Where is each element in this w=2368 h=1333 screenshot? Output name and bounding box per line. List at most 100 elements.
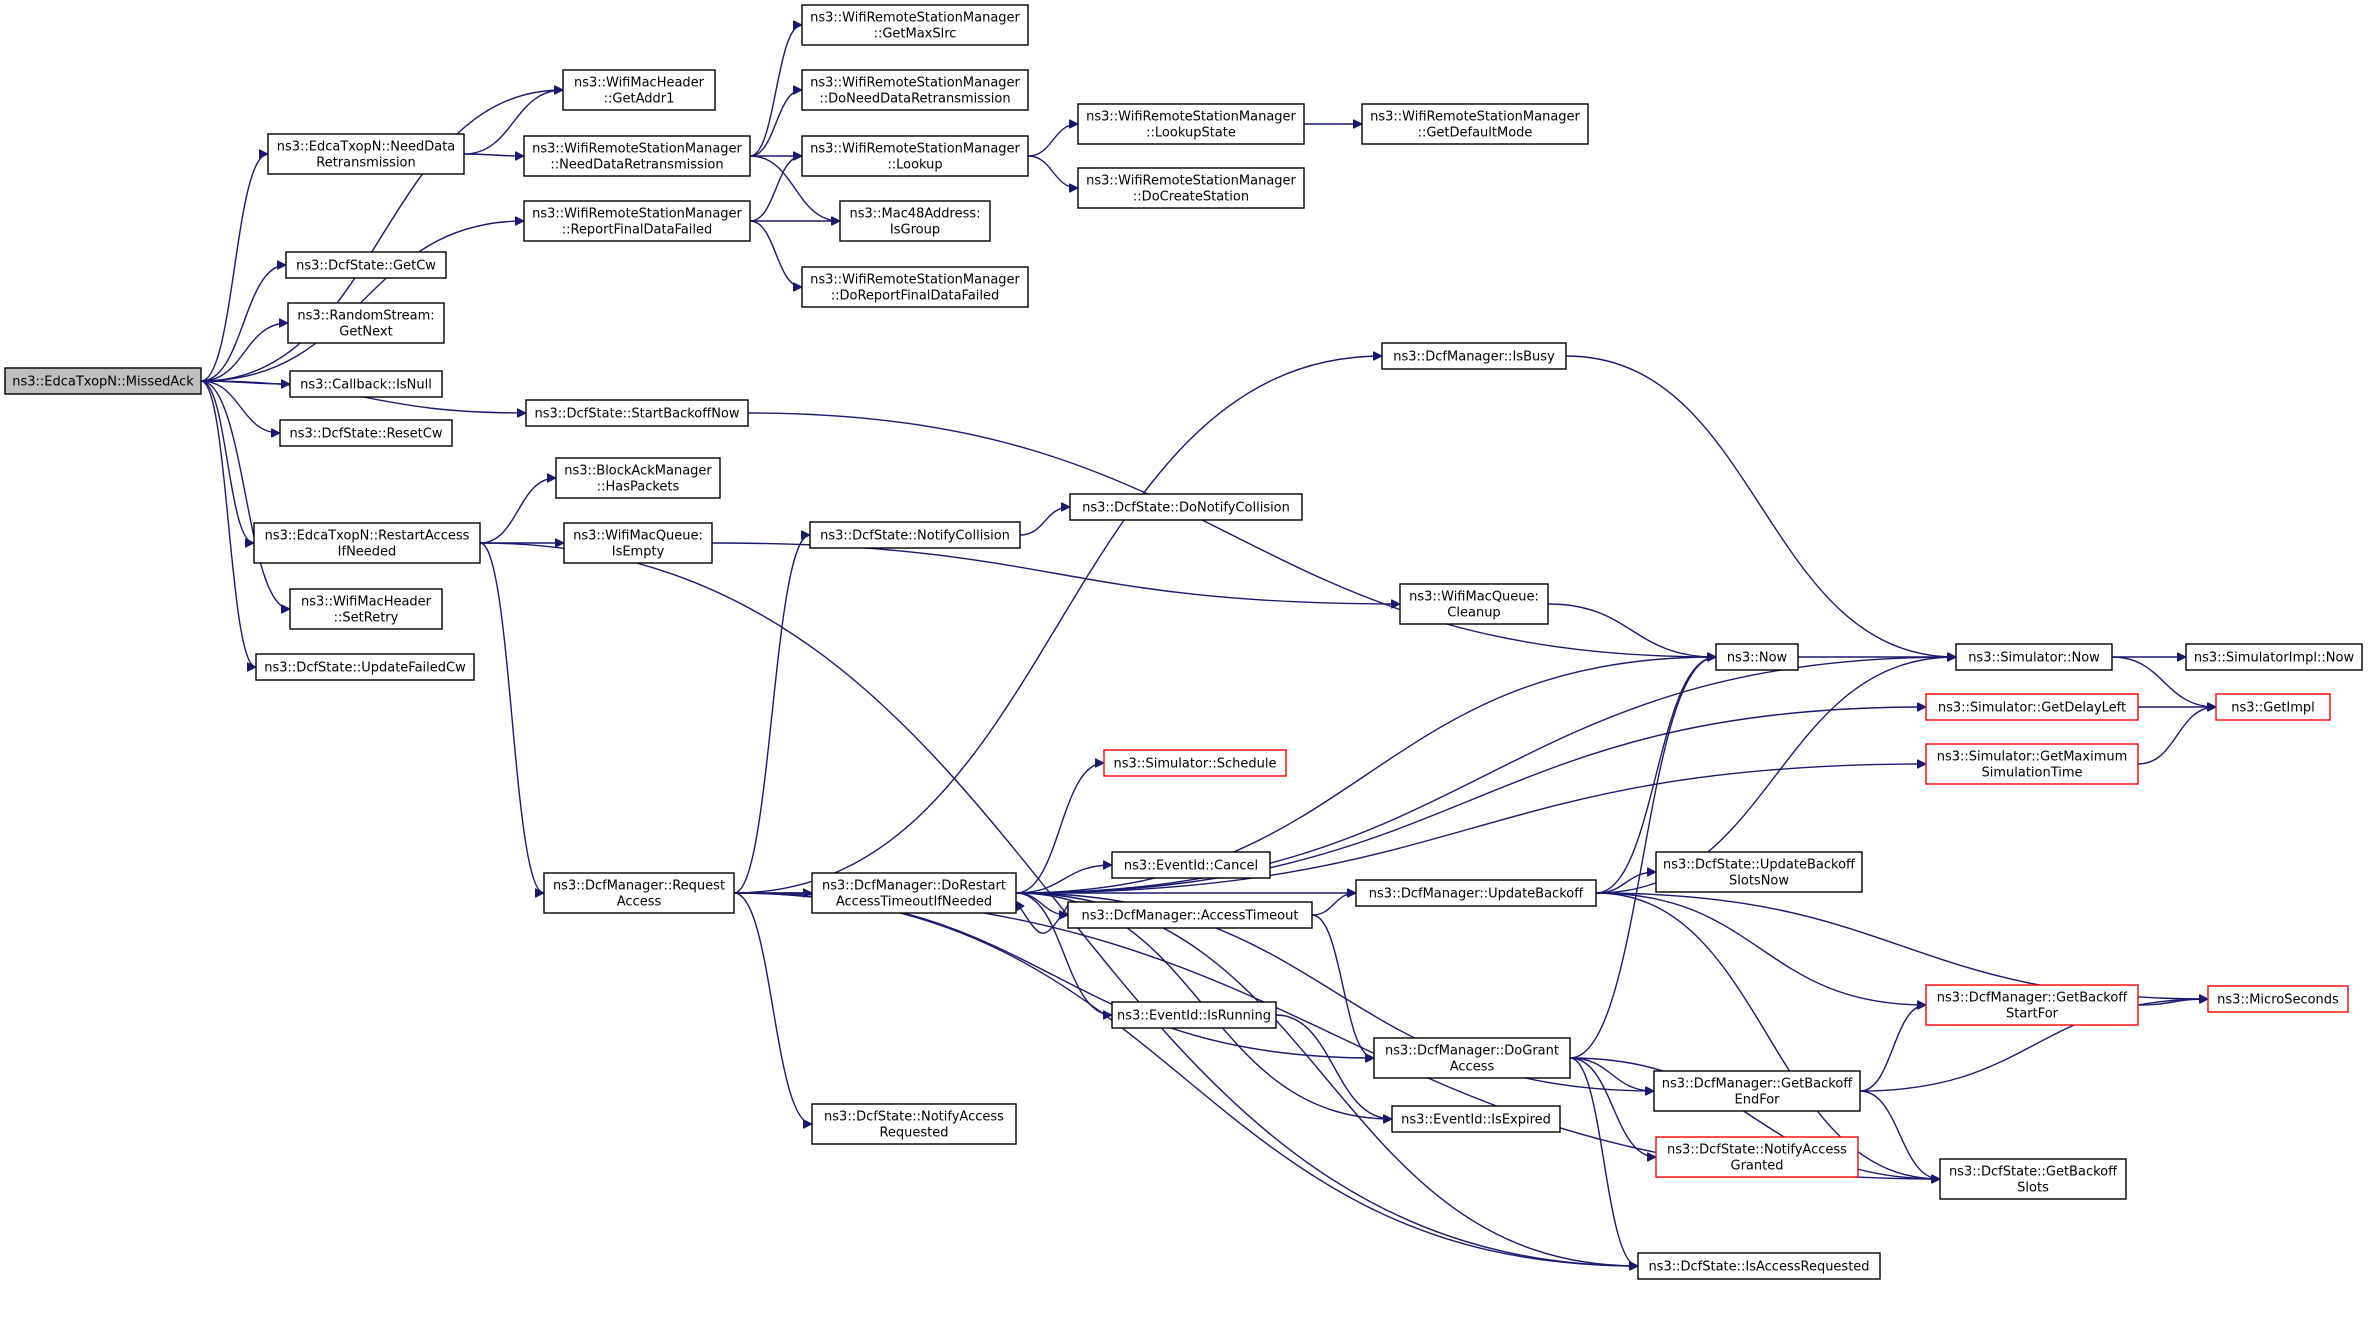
node-now[interactable]: ns3::Now (1715, 643, 1799, 671)
node-getmaxslrc[interactable]: ns3::WifiRemoteStationManager::GetMaxSlr… (801, 4, 1029, 46)
edge-accesstimeout-to-dograntaccess (1311, 914, 1375, 1058)
node-label: ::SetRetry (334, 611, 399, 626)
node-dorestart[interactable]: ns3::DcfManager::DoRestartAccessTimeoutI… (811, 872, 1017, 914)
edge-root-to-reportfinal (200, 221, 524, 382)
node-doneeddataretx[interactable]: ns3::WifiRemoteStationManager::DoNeedDat… (801, 69, 1029, 111)
node-simimplnow[interactable]: ns3::SimulatorImpl::Now (2185, 643, 2363, 671)
node-haspackets[interactable]: ns3::BlockAckManager::HasPackets (555, 457, 721, 499)
node-getnext[interactable]: ns3::RandomStream:GetNext (287, 302, 445, 344)
node-label: ns3::DcfManager::AccessTimeout (1082, 909, 1299, 924)
edge-updatebackoff-to-getbackoffstartfor (1595, 892, 1926, 1005)
node-docreatestation[interactable]: ns3::WifiRemoteStationManager::DoCreateS… (1077, 167, 1305, 209)
call-edges (200, 25, 2216, 1266)
node-box-simnow (1955, 643, 2113, 671)
node-label: IfNeeded (338, 545, 397, 560)
edge-requestaccess-to-isbusy (733, 356, 1382, 894)
node-notifycollision[interactable]: ns3::DcfState::NotifyCollision (809, 521, 1021, 549)
node-box-microseconds (2207, 985, 2349, 1013)
node-isnull[interactable]: ns3::Callback::IsNull (289, 370, 443, 398)
node-accesstimeout[interactable]: ns3::DcfManager::AccessTimeout (1067, 901, 1313, 929)
node-label: AccessTimeoutIfNeeded (836, 895, 992, 910)
node-needdataretx_w[interactable]: ns3::WifiRemoteStationManager::NeedDataR… (523, 135, 751, 177)
node-label: ns3::WifiRemoteStationManager (810, 273, 1020, 288)
node-getdelayleft[interactable]: ns3::Simulator::GetDelayLeft (1925, 693, 2139, 721)
node-lookup[interactable]: ns3::WifiRemoteStationManager::Lookup (801, 135, 1029, 177)
node-setretry[interactable]: ns3::WifiMacHeader::SetRetry (289, 588, 443, 630)
node-isexpired[interactable]: ns3::EventId::IsExpired (1391, 1105, 1561, 1133)
node-label: ns3::DcfManager::UpdateBackoff (1369, 887, 1584, 902)
node-updatefailedcw[interactable]: ns3::DcfState::UpdateFailedCw (255, 653, 475, 681)
node-label: ::NeedDataRetransmission (550, 158, 723, 173)
node-simnow[interactable]: ns3::Simulator::Now (1955, 643, 2113, 671)
node-schedule[interactable]: ns3::Simulator::Schedule (1103, 749, 1287, 777)
node-updatebackoff[interactable]: ns3::DcfManager::UpdateBackoff (1355, 879, 1597, 907)
node-box-isgroup (839, 200, 991, 242)
node-box-isaccessrequested (1637, 1252, 1881, 1280)
node-box-dograntaccess (1373, 1037, 1571, 1079)
node-isempty[interactable]: ns3::WifiMacQueue:IsEmpty (563, 522, 713, 564)
node-box-getmaxsimtime (1925, 743, 2139, 785)
node-getaddr1[interactable]: ns3::WifiMacHeader::GetAddr1 (562, 69, 716, 111)
edge-requestaccess-to-notifyaccessrequested (733, 892, 813, 1124)
node-getcw[interactable]: ns3::DcfState::GetCw (285, 251, 447, 279)
edge-needdataretx_e-to-getaddr1 (463, 90, 563, 155)
edge-restartaccess-to-haspackets (479, 478, 556, 544)
node-cancel[interactable]: ns3::EventId::Cancel (1111, 851, 1271, 879)
node-label: ns3::Simulator::Schedule (1113, 757, 1276, 772)
node-label: ns3::WifiRemoteStationManager (1370, 110, 1580, 125)
node-label: ns3::EdcaTxopN::NeedData (277, 140, 456, 155)
node-needdataretx_e[interactable]: ns3::EdcaTxopN::NeedDataRetransmission (267, 133, 465, 175)
node-label: ns3::Simulator::GetDelayLeft (1938, 701, 2126, 716)
node-label: ns3::DcfManager::GetBackoff (1662, 1077, 1854, 1092)
node-label: ::ReportFinalDataFailed (562, 223, 713, 238)
edge-dorestart-to-isrunning (1015, 892, 1112, 1015)
node-label: ns3::WifiMacHeader (574, 76, 705, 91)
node-cleanup[interactable]: ns3::WifiMacQueue:Cleanup (1399, 583, 1549, 625)
node-label: Slots (2017, 1181, 2049, 1196)
node-label: ns3::DcfManager::DoGrant (1385, 1044, 1559, 1059)
node-isbusy[interactable]: ns3::DcfManager::IsBusy (1381, 342, 1567, 370)
node-root[interactable]: ns3::EdcaTxopN::MissedAck (4, 367, 202, 395)
node-getdefaultmode[interactable]: ns3::WifiRemoteStationManager::GetDefaul… (1361, 103, 1589, 145)
edge-getbackoffendfor-to-getbackoffstartfor (1859, 1005, 1927, 1092)
node-isaccessrequested[interactable]: ns3::DcfState::IsAccessRequested (1637, 1252, 1881, 1280)
edge-root-to-updatefailedcw (200, 380, 257, 667)
node-resetcw[interactable]: ns3::DcfState::ResetCw (279, 419, 453, 447)
node-label: SimulationTime (1981, 766, 2082, 781)
edge-dograntaccess-to-getbackoffendfor (1569, 1057, 1654, 1091)
node-microseconds[interactable]: ns3::MicroSeconds (2207, 985, 2349, 1013)
node-isrunning[interactable]: ns3::EventId::IsRunning (1111, 1001, 1277, 1029)
node-isgroup[interactable]: ns3::Mac48Address:IsGroup (839, 200, 991, 242)
node-box-schedule (1103, 749, 1287, 777)
node-label: ::Lookup (887, 158, 942, 173)
edge-needdataretx_w-to-isgroup (749, 155, 840, 221)
node-label: ns3::DcfState::StartBackoffNow (534, 407, 739, 422)
node-reportfinal[interactable]: ns3::WifiRemoteStationManager::ReportFin… (523, 200, 751, 242)
node-label: ::DoNeedDataRetransmission (819, 92, 1010, 107)
edge-root-to-setretry (200, 380, 291, 609)
node-startbackoffnow[interactable]: ns3::DcfState::StartBackoffNow (525, 399, 749, 427)
edge-dorestart-to-isaccessrequested (1015, 892, 1638, 1266)
node-donotifycollision[interactable]: ns3::DcfState::DoNotifyCollision (1069, 493, 1303, 521)
node-box-notifyaccessrequested (811, 1103, 1017, 1145)
node-box-dorestart (811, 872, 1017, 914)
node-box-accesstimeout (1067, 901, 1313, 929)
node-label: ns3::EdcaTxopN::RestartAccess (265, 529, 470, 544)
node-lookupstate[interactable]: ns3::WifiRemoteStationManager::LookupSta… (1077, 103, 1305, 145)
edge-needdataretx_w-to-doneeddataretx (749, 90, 803, 157)
node-box-needdataretx_w (523, 135, 751, 177)
node-doreportfinal[interactable]: ns3::WifiRemoteStationManager::DoReportF… (801, 266, 1029, 308)
node-getimpl[interactable]: ns3::GetImpl (2215, 693, 2331, 721)
node-box-updatefailedcw (255, 653, 475, 681)
edge-dograntaccess-to-now (1569, 657, 1716, 1059)
